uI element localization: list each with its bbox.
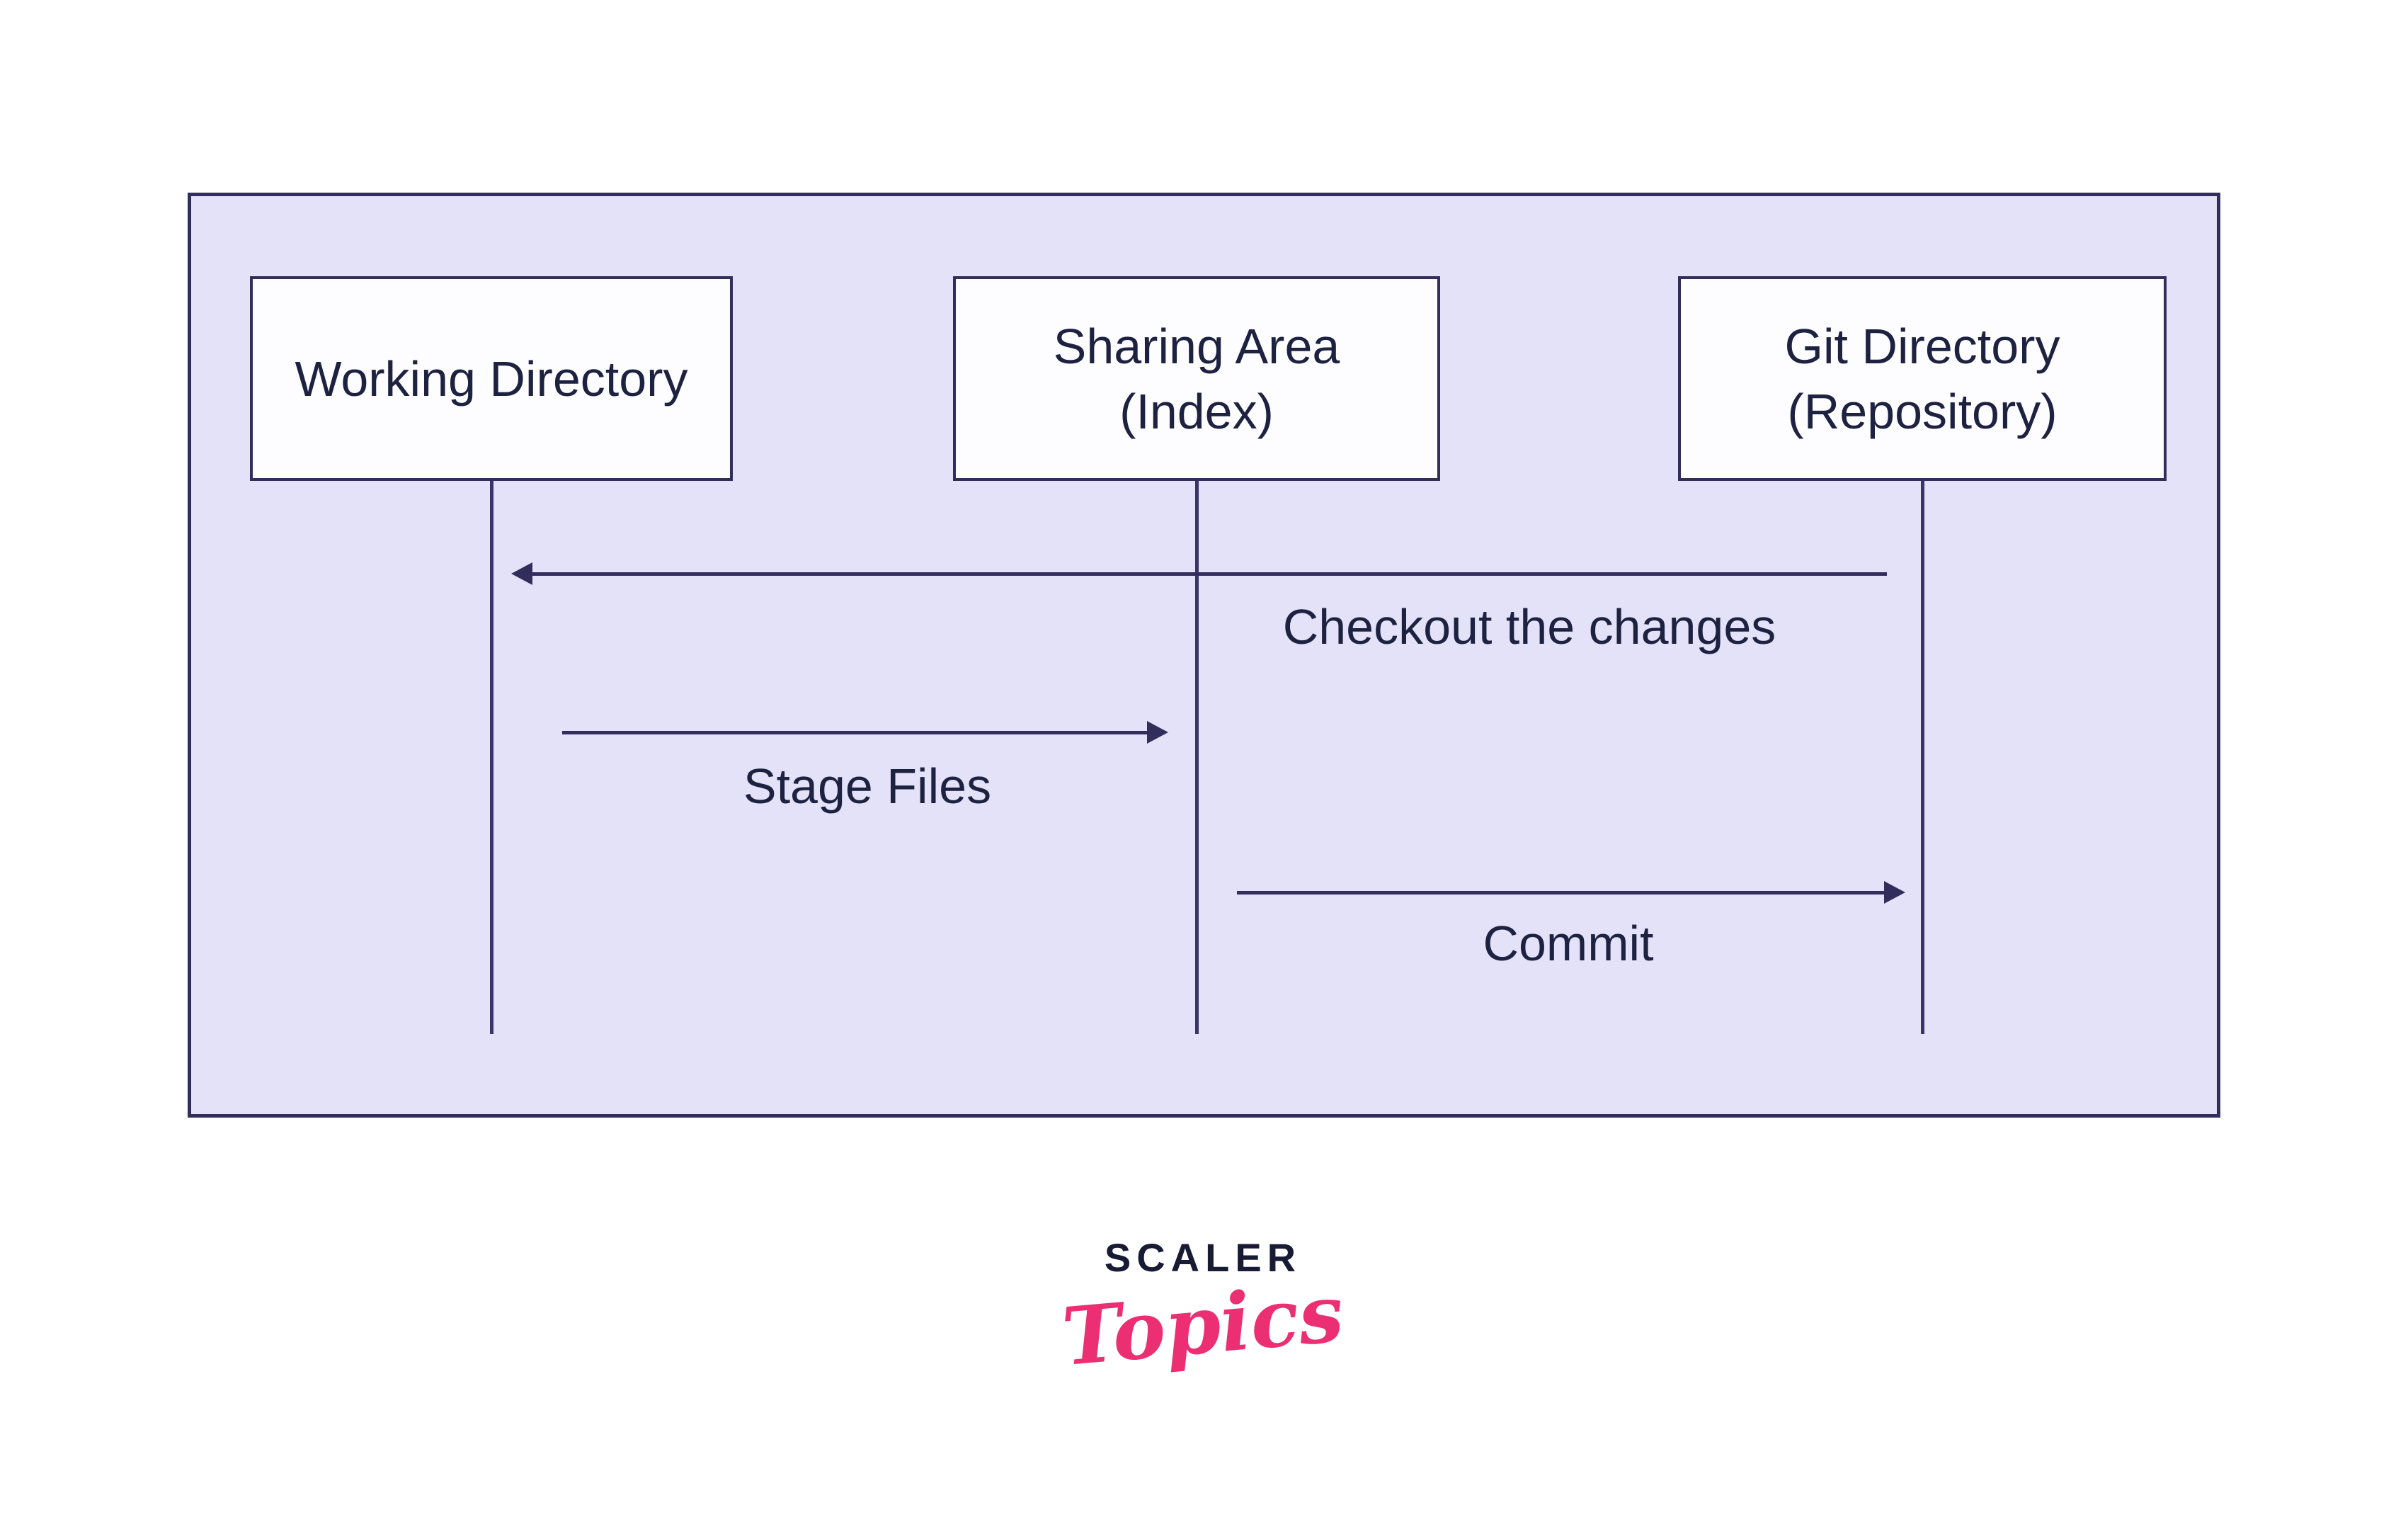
arrow-checkout-shaft [532, 572, 1887, 576]
label-stage: Stage Files [743, 759, 992, 814]
lifeline-git-directory [1921, 481, 1924, 1034]
node-sharing-area-label-line2: (Index) [1119, 383, 1274, 439]
node-sharing-area-label-line1: Sharing Area [1053, 318, 1340, 374]
arrow-stage-head-icon [1147, 721, 1168, 744]
label-checkout: Checkout the changes [1282, 599, 1776, 654]
arrow-stage-shaft [562, 731, 1147, 734]
arrow-commit-shaft [1237, 891, 1884, 895]
logo-brand-text: SCALER [1104, 1235, 1302, 1280]
label-commit: Commit [1483, 916, 1654, 971]
node-sharing-area: Sharing Area (Index) [953, 276, 1440, 481]
arrow-commit-head-icon [1884, 881, 1905, 904]
lifeline-working-directory [490, 481, 493, 1034]
node-working-directory: Working Directory [250, 276, 733, 481]
logo-topics-text: Topics [1059, 1266, 1347, 1385]
arrow-checkout-head-icon [511, 562, 532, 585]
node-working-directory-label: Working Directory [295, 351, 688, 407]
scaler-topics-logo: SCALER Topics [1059, 1235, 1347, 1385]
lifeline-sharing-area [1195, 481, 1199, 1034]
node-git-directory: Git Directory (Repository) [1678, 276, 2167, 481]
node-git-directory-label-line2: (Repository) [1787, 383, 2058, 439]
node-git-directory-label-line1: Git Directory [1784, 318, 2060, 374]
